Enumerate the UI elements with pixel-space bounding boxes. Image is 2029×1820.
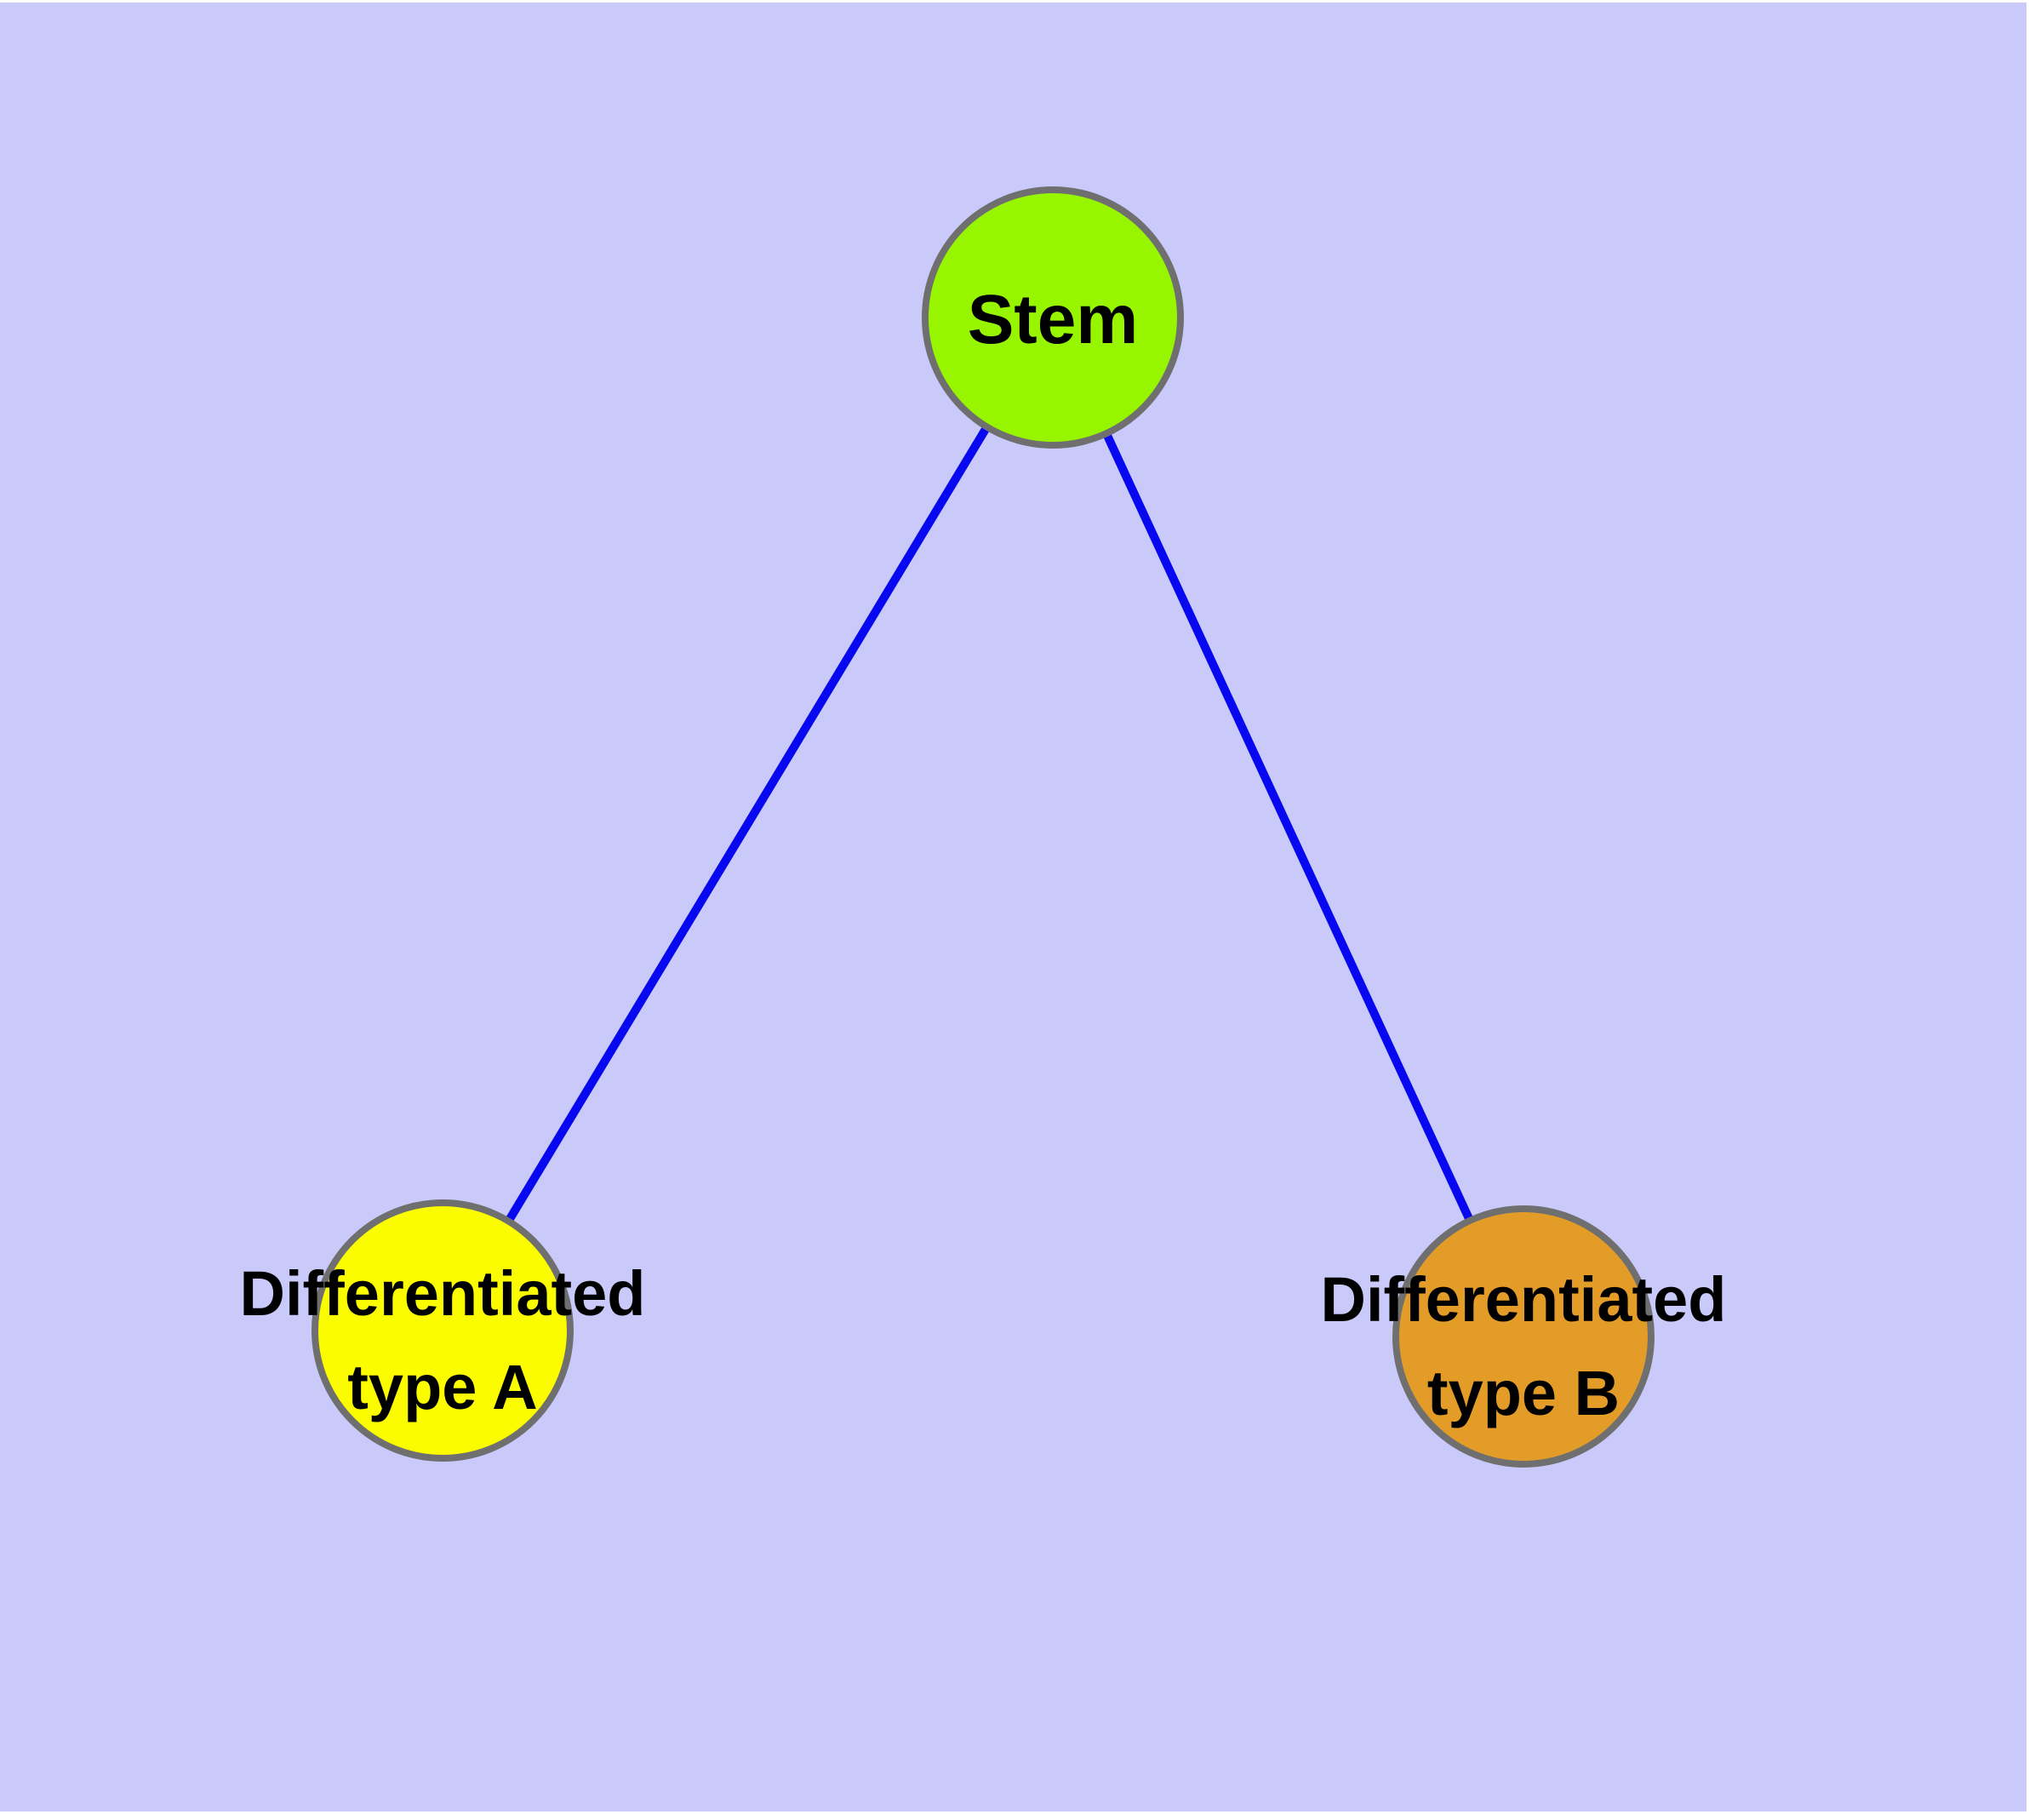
node-stem-label: Stem: [968, 281, 1139, 358]
node-type-a-label-line2: type A: [347, 1352, 537, 1422]
node-type-b-label-line1: Differentiated: [1321, 1264, 1727, 1335]
edge-stem-to-type-a: [438, 315, 1057, 1333]
node-differentiated-type-a: [311, 1199, 574, 1462]
node-type-a-label-line1: Differentiated: [240, 1258, 646, 1329]
node-type-b-label-line2: type B: [1427, 1358, 1620, 1428]
edge-stem-to-type-b: [1049, 315, 1528, 1339]
node-differentiated-type-b: [1392, 1205, 1655, 1468]
node-stem: [922, 186, 1184, 449]
